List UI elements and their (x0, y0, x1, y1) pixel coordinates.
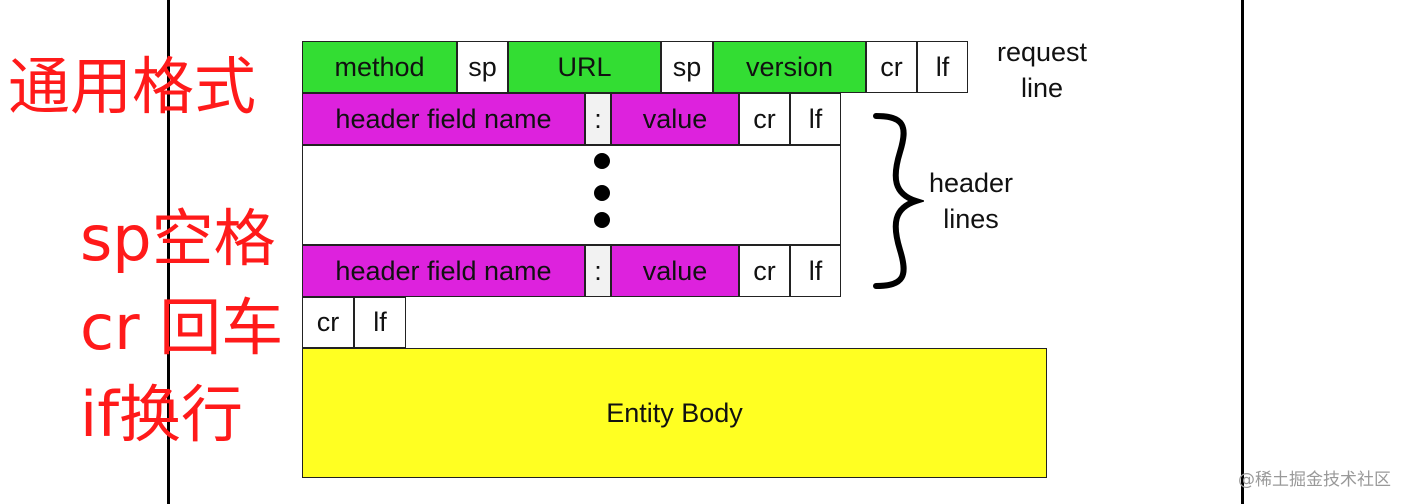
header-lines-ellipsis-area (302, 145, 841, 245)
watermark: @稀土掘金技术社区 (1238, 470, 1391, 490)
value-cell: value (611, 93, 739, 145)
cr-label: cr (753, 255, 776, 286)
cr-label: cr (880, 51, 903, 82)
lf-label: lf (935, 51, 950, 82)
cr-cell: cr (739, 245, 790, 297)
entity-body-label: Entity Body (606, 397, 743, 428)
lf-cell: lf (917, 41, 968, 93)
cr-label: cr (753, 103, 776, 134)
colon-label: : (594, 103, 602, 134)
lf-cell: lf (354, 297, 406, 348)
ellipsis-dot (594, 212, 610, 228)
lf-label: lf (373, 307, 387, 337)
colon-cell: : (585, 93, 611, 145)
request-line-label: request line (996, 37, 1088, 103)
value-cell: value (611, 245, 739, 297)
lf-cell: lf (790, 245, 841, 297)
value-label: value (642, 103, 708, 134)
version-label: version (745, 51, 834, 82)
cr-cell: cr (866, 41, 917, 93)
sp-cell: sp (457, 41, 508, 93)
header-field-name-label: header field name (335, 255, 552, 286)
cr-cell: cr (739, 93, 790, 145)
sp-cell: sp (661, 41, 713, 93)
ellipsis-dot (594, 185, 610, 201)
cr-label: cr (316, 307, 340, 337)
frame-left-line (167, 0, 170, 504)
sp-label: sp (672, 51, 702, 82)
frame-right-line (1241, 0, 1244, 504)
lf-label: lf (808, 103, 823, 134)
url-label: URL (557, 51, 612, 82)
method-cell: method (302, 41, 457, 93)
annotation-lf: if换行 (80, 378, 244, 451)
curly-brace-icon (873, 113, 924, 289)
annotation-sp: sp空格 (80, 202, 276, 275)
colon-label: : (594, 255, 602, 286)
header-lines-label: header lines (928, 168, 1014, 234)
annotation-cr: cr 回车 (80, 291, 284, 364)
sp-label: sp (468, 51, 497, 82)
entity-body: Entity Body (302, 348, 1047, 478)
lf-cell: lf (790, 93, 841, 145)
annotation-title: 通用格式 (8, 50, 257, 123)
value-label: value (642, 255, 708, 286)
header-field-name-cell: header field name (302, 245, 585, 297)
lf-label: lf (808, 255, 823, 286)
colon-cell: : (585, 245, 611, 297)
ellipsis-dot (594, 153, 610, 169)
cr-cell: cr (302, 297, 354, 348)
header-field-name-cell: header field name (302, 93, 585, 145)
version-cell: version (713, 41, 866, 93)
header-field-name-label: header field name (335, 103, 552, 134)
method-label: method (334, 51, 425, 82)
url-cell: URL (508, 41, 661, 93)
